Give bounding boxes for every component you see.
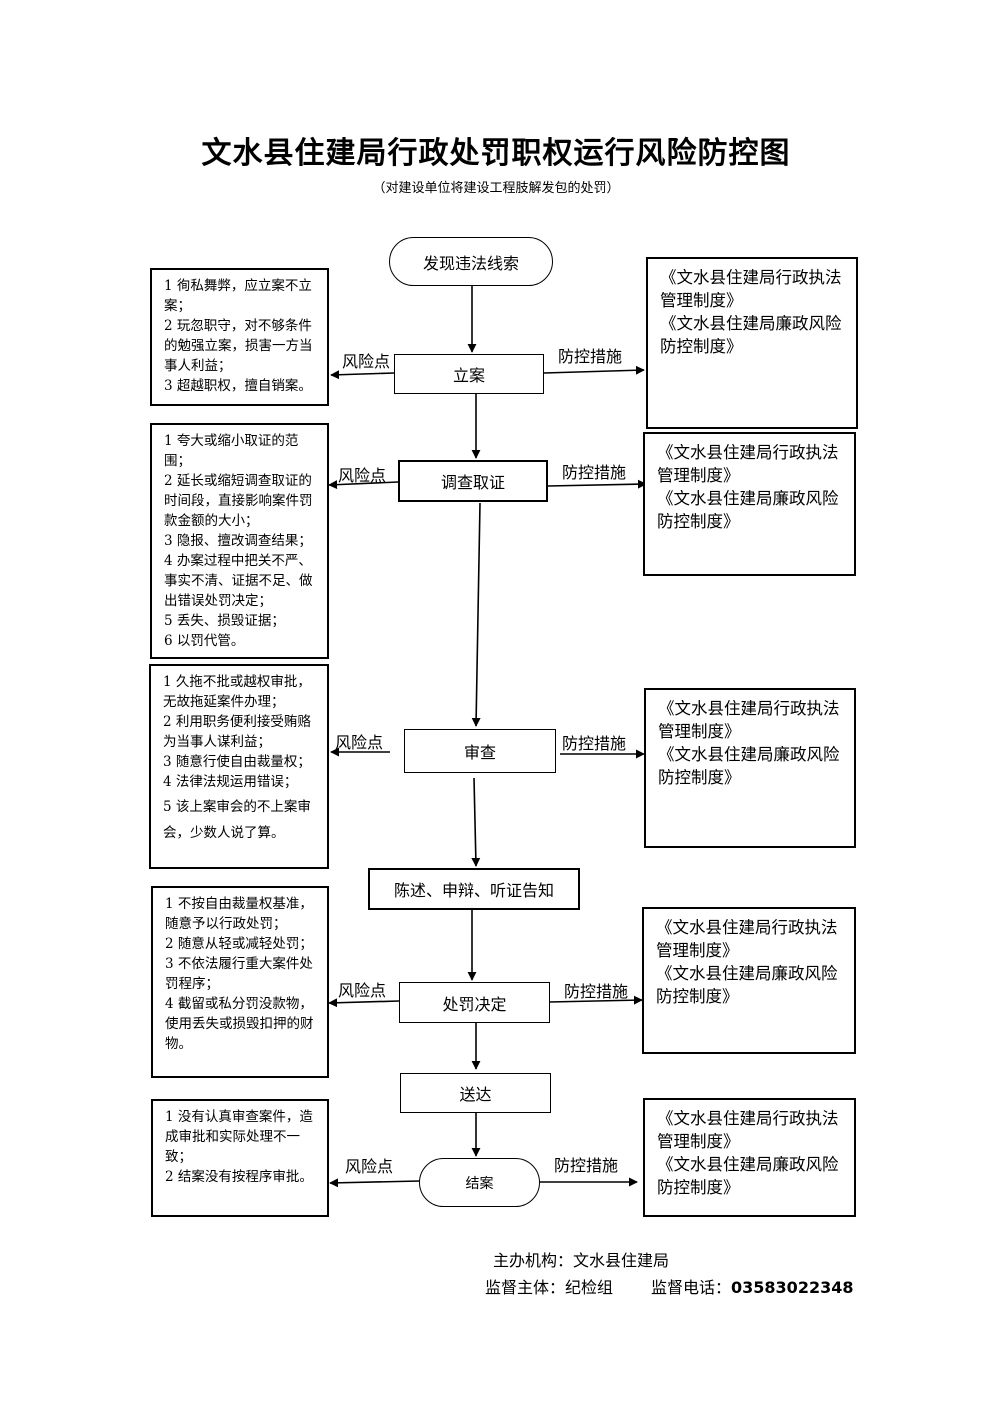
control-label-review: 防控措施 (562, 734, 627, 753)
risk-item: 1 久拖不批或越权审批，无故拖延案件办理； (163, 674, 311, 710)
risk-item: 2 玩忽职守，对不够条件的勉强立案，损害一方当事人利益； (164, 318, 313, 374)
flow-step-review: 审查 (404, 729, 556, 773)
flow-end: 结案 (419, 1158, 540, 1207)
footer-phone-number: 03583022348 (731, 1278, 854, 1297)
risk-item: 2 随意从轻或减轻处罚； (165, 936, 313, 952)
control-box-filing: 《文水县住建局行政执法管理制度》 《文水县住建局廉政风险防控制度》 (646, 257, 858, 429)
control-item: 《文水县住建局廉政风险防控制度》 (658, 745, 840, 787)
control-item: 《文水县住建局廉政风险防控制度》 (660, 314, 842, 356)
flow-step-delivery: 送达 (400, 1073, 551, 1113)
risk-label-review: 风险点 (335, 733, 384, 752)
control-item: 《文水县住建局行政执法管理制度》 (657, 1109, 839, 1151)
risk-item: 1 徇私舞弊，应立案不立案； (164, 278, 312, 314)
risk-arrow-decision (328, 998, 400, 1008)
control-arrow-filing (543, 365, 645, 375)
control-item: 《文水县住建局行政执法管理制度》 (658, 699, 840, 741)
risk-item: 4 截留或私分罚没款物，使用丢失或损毁扣押的财物。 (165, 996, 314, 1052)
risk-item: 3 不依法履行重大案件处罚程序； (165, 956, 313, 992)
control-box-review: 《文水县住建局行政执法管理制度》 《文水县住建局廉政风险防控制度》 (644, 688, 856, 848)
risk-arrow-closing (329, 1178, 421, 1188)
control-box-investigation: 《文水县住建局行政执法管理制度》 《文水县住建局廉政风险防控制度》 (643, 432, 856, 576)
control-item: 《文水县住建局行政执法管理制度》 (657, 443, 839, 485)
footer-organizer: 主办机构：文水县住建局 (493, 1251, 670, 1270)
risk-item: 5 丢失、损毁证据； (164, 613, 285, 629)
control-item: 《文水县住建局行政执法管理制度》 (660, 268, 842, 310)
flow-start: 发现违法线索 (389, 237, 553, 286)
risk-label-closing: 风险点 (345, 1157, 394, 1176)
control-box-decision: 《文水县住建局行政执法管理制度》 《文水县住建局廉政风险防控制度》 (642, 907, 856, 1054)
risk-item: 1 夸大或缩小取证的范围； (164, 433, 299, 469)
control-arrow-investigation (547, 479, 647, 489)
flow-step-decision: 处罚决定 (399, 982, 550, 1023)
arrow-review-to-notice (471, 777, 481, 867)
risk-item: 4 法律法规运用错误； (163, 774, 298, 790)
risk-arrow-filing (330, 370, 395, 380)
page-subtitle: （对建设单位将建设工程肢解发包的处罚） (372, 181, 620, 196)
risk-arrow-investigation (328, 480, 399, 490)
risk-item: 1 不按自由裁量权基准，随意予以行政处罚； (165, 896, 313, 932)
risk-box-decision: 1 不按自由裁量权基准，随意予以行政处罚； 2 随意从轻或减轻处罚； 3 不依法… (151, 886, 329, 1078)
risk-item: 3 随意行使自由裁量权； (163, 754, 311, 770)
risk-item: 2 延长或缩短调查取证的时间段，直接影响案件罚款金额的大小； (164, 473, 313, 529)
control-item: 《文水县住建局廉政风险防控制度》 (656, 964, 838, 1006)
flow-step-filing: 立案 (394, 354, 544, 394)
control-box-closing: 《文水县住建局行政执法管理制度》 《文水县住建局廉政风险防控制度》 (643, 1098, 856, 1217)
control-arrow-decision (548, 995, 643, 1005)
control-label-filing: 防控措施 (558, 347, 623, 366)
control-item: 《文水县住建局廉政风险防控制度》 (657, 489, 839, 531)
flow-step-notice: 陈述、申辩、听证告知 (368, 868, 580, 910)
control-label-closing: 防控措施 (554, 1156, 619, 1175)
risk-box-filing: 1 徇私舞弊，应立案不立案； 2 玩忽职守，对不够条件的勉强立案，损害一方当事人… (150, 268, 329, 406)
risk-label-decision: 风险点 (338, 981, 387, 1000)
control-item: 《文水县住建局行政执法管理制度》 (656, 918, 838, 960)
risk-item: 3 超越职权，擅自销案。 (164, 378, 312, 394)
risk-box-investigation: 1 夸大或缩小取证的范围； 2 延长或缩短调查取证的时间段，直接影响案件罚款金额… (150, 423, 329, 659)
footer-phone-label: 监督电话： (651, 1278, 732, 1297)
risk-label-investigation: 风险点 (338, 466, 387, 485)
flow-step-investigation: 调查取证 (398, 460, 548, 502)
risk-item: 2 结案没有按程序审批。 (165, 1169, 313, 1185)
risk-box-closing: 1 没有认真审查案件，造成审批和实际处理不一致； 2 结案没有按程序审批。 (151, 1099, 329, 1217)
risk-item: 4 办案过程中把关不严、事实不清、证据不足、做出错误处罚决定； (164, 553, 313, 609)
control-label-decision: 防控措施 (564, 982, 629, 1001)
risk-item: 1 没有认真审查案件，造成审批和实际处理不一致； (165, 1109, 313, 1165)
risk-item: 6 以罚代管。 (164, 633, 245, 649)
risk-item: 2 利用职务便利接受贿赂为当事人谋利益； (163, 714, 311, 750)
control-label-investigation: 防控措施 (562, 463, 627, 482)
footer-supervisor: 监督主体：纪检组 (485, 1278, 614, 1297)
arrow-investigation-to-review (471, 502, 481, 727)
risk-item: 3 隐报、擅改调查结果； (164, 533, 312, 549)
risk-item: 5 该上案审会的不上案审会，少数人说了算。 (163, 799, 311, 841)
footer-phone: 监督电话：03583022348 (651, 1274, 853, 1298)
control-item: 《文水县住建局廉政风险防控制度》 (657, 1155, 839, 1197)
risk-box-review: 1 久拖不批或越权审批，无故拖延案件办理； 2 利用职务便利接受贿赂为当事人谋利… (149, 664, 329, 869)
risk-label-filing: 风险点 (342, 352, 391, 371)
page-title: 文水县住建局行政处罚职权运行风险防控图 (201, 136, 791, 171)
